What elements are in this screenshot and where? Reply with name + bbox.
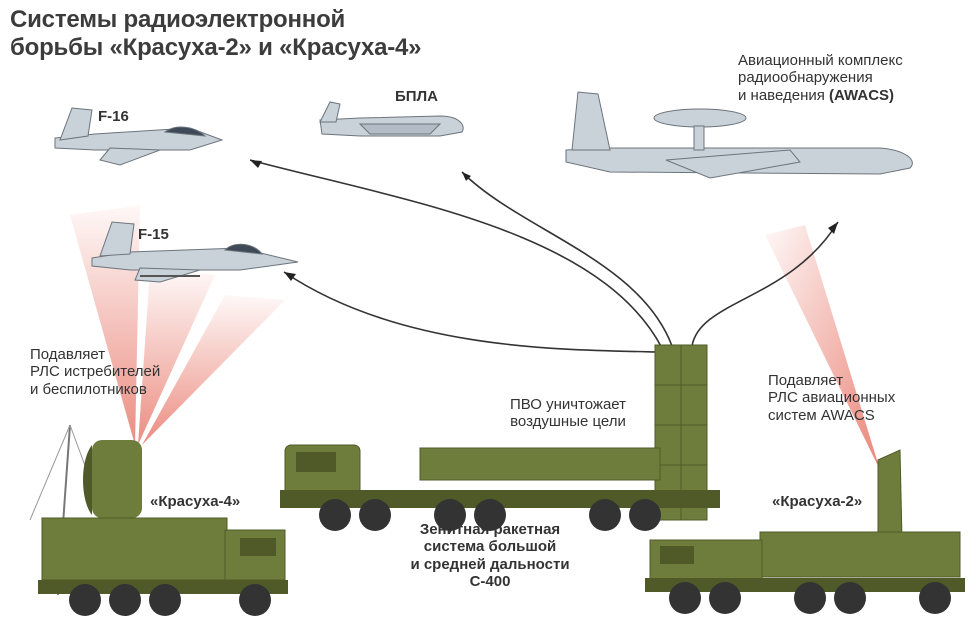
s400-effect-line-1: ПВО уничтожает <box>509 396 627 413</box>
missile-heads <box>250 160 838 281</box>
s400-caption-line-1: Зенитная ракетная <box>419 521 561 538</box>
s400-caption: Зенитная ракетная система большой и сред… <box>390 521 590 590</box>
s400-caption-line-4: С-400 <box>469 572 511 590</box>
s400-effect-note: ПВО уничтожает воздушные цели <box>488 396 648 431</box>
krasukha2-name: «Красуха-2» <box>772 493 863 510</box>
awacs-label-line-3: и наведения (AWACS) <box>738 87 903 104</box>
title-line-2: борьбы «Красуха-2» и «Красуха-4» <box>10 33 422 61</box>
jamming-beams-krasukha4 <box>70 205 285 445</box>
krasukha2-vehicle <box>645 449 965 614</box>
f15-aircraft <box>91 221 299 283</box>
awacs-acronym: (AWACS) <box>829 86 895 104</box>
s400-launcher <box>280 344 720 531</box>
f16-label: F-16 <box>98 108 129 125</box>
uav-label: БПЛА <box>395 88 438 105</box>
krasukha2-effect-line-1: Подавляет <box>768 372 844 389</box>
krasukha2-effect-line-3: систем AWACS <box>768 406 875 424</box>
krasukha2-effect-note: Подавляет РЛС авиационных систем AWACS <box>768 372 895 424</box>
s400-effect-line-2: воздушные цели <box>510 413 626 431</box>
awacs-aircraft <box>565 91 913 179</box>
krasukha4-vehicle <box>29 424 288 616</box>
uav-aircraft <box>319 101 464 137</box>
missile-trails <box>249 159 839 353</box>
krasukha4-effect-line-3: и беспилотников <box>30 380 147 398</box>
jamming-beam-krasukha2 <box>765 225 880 470</box>
krasukha4-effect-line-1: Подавляет <box>30 346 106 363</box>
diagram-title: Системы радиоэлектронной борьбы «Красуха… <box>10 6 422 61</box>
s400-caption-line-2: система большой <box>423 538 557 556</box>
awacs-label: Авиационный комплекс радиообнаружения и … <box>738 52 903 104</box>
krasukha2-effect-line-2: РЛС авиационных <box>768 389 896 407</box>
awacs-label-line-1: Авиационный комплекс <box>738 52 903 69</box>
awacs-label-line-2: радиообнаружения <box>738 69 873 87</box>
f15-label: F-15 <box>138 226 169 243</box>
awacs-label-line-3-text: и наведения <box>738 86 830 104</box>
title-line-1: Системы радиоэлектронной <box>10 6 346 33</box>
krasukha4-effect-line-2: РЛС истребителей <box>30 363 161 381</box>
s400-caption-line-3: и средней дальности <box>410 555 570 573</box>
f16-aircraft <box>54 107 224 166</box>
krasukha4-name: «Красуха-4» <box>150 493 241 510</box>
krasukha4-effect-note: Подавляет РЛС истребителей и беспилотник… <box>30 346 160 398</box>
